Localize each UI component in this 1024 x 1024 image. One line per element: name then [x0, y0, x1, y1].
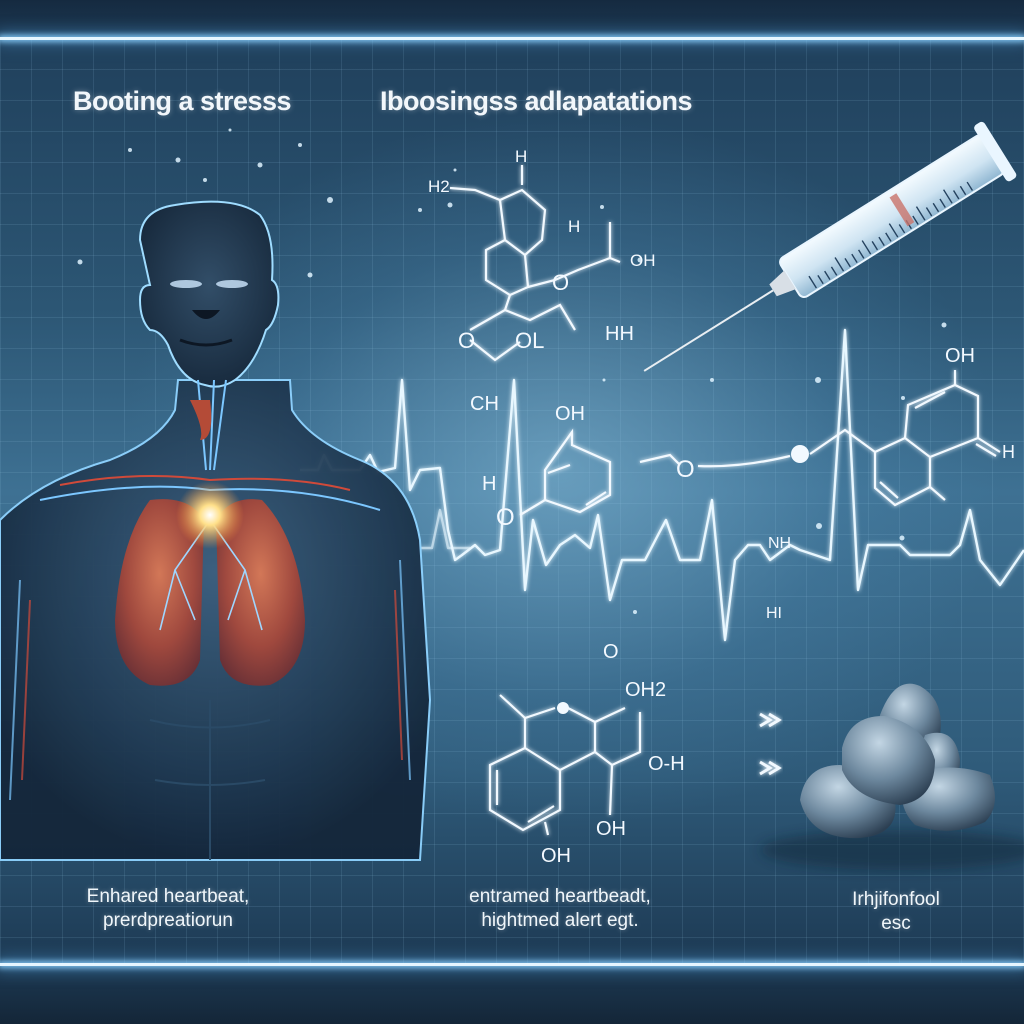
double-chevron-right-icon [759, 712, 782, 776]
stones-icon [760, 683, 1024, 870]
svg-text:HI: HI [766, 605, 782, 622]
svg-text:OH2: OH2 [625, 679, 666, 701]
svg-text:HH: HH [605, 323, 634, 345]
caption-middle: entramed heartbeadt, hightmed alert egt. [430, 885, 690, 933]
human-torso-icon [0, 200, 432, 861]
molecule-bottom [488, 694, 642, 836]
svg-text:H: H [568, 217, 580, 236]
heading-right: Iboosingss adlapatations [380, 86, 693, 116]
svg-text:O: O [458, 328, 475, 353]
molecule-bottom-labels: O OH2 O-H OH OH [541, 641, 685, 867]
molecule-center-labels: OH H O O [482, 403, 809, 531]
bottom-divider [0, 963, 1024, 966]
syringe-icon [643, 121, 1017, 372]
svg-text:CH: CH [470, 393, 499, 415]
caption-middle-line1: entramed heartbeadt, [469, 886, 651, 907]
svg-text:OL: OL [515, 328, 544, 353]
svg-text:OH: OH [945, 345, 975, 367]
svg-text:H: H [1002, 442, 1015, 462]
svg-text:OH: OH [596, 818, 626, 840]
caption-left-line1: Enhared heartbeat, [86, 886, 250, 907]
caption-right-line2: esc [881, 913, 911, 934]
caption-left: Enhared heartbeat, prerdpreatiorun [48, 885, 288, 933]
svg-text:H: H [515, 147, 527, 166]
heading-left: Booting a stresss [73, 86, 292, 116]
svg-text:O-H: O-H [648, 753, 685, 775]
svg-text:O: O [496, 504, 515, 531]
svg-text:OH: OH [630, 251, 656, 270]
molecule-top [449, 165, 621, 362]
caption-middle-line2: hightmed alert egt. [481, 910, 639, 931]
svg-text:NH: NH [768, 535, 791, 552]
sparkles [77, 128, 947, 614]
svg-text:H: H [482, 473, 496, 495]
svg-text:OH: OH [555, 403, 585, 425]
caption-right: Irhjifonfool esc [826, 888, 966, 936]
caption-left-line2: prerdpreatiorun [103, 910, 233, 931]
ecg-wave-icon [300, 328, 1024, 642]
svg-text:O: O [552, 270, 569, 295]
svg-text:O: O [676, 456, 695, 483]
svg-text:O: O [603, 641, 619, 663]
top-divider [0, 37, 1024, 40]
svg-text:H2: H2 [428, 177, 450, 196]
svg-text:OH: OH [541, 845, 571, 867]
molecule-right-labels: OH H NH HI [766, 345, 1015, 622]
molecule-right [809, 370, 1001, 507]
caption-right-line1: Irhjifonfool [852, 889, 940, 910]
molecule-top-labels: H H2 H OH O O OL HH CH [428, 147, 656, 415]
molecule-center [519, 428, 791, 516]
